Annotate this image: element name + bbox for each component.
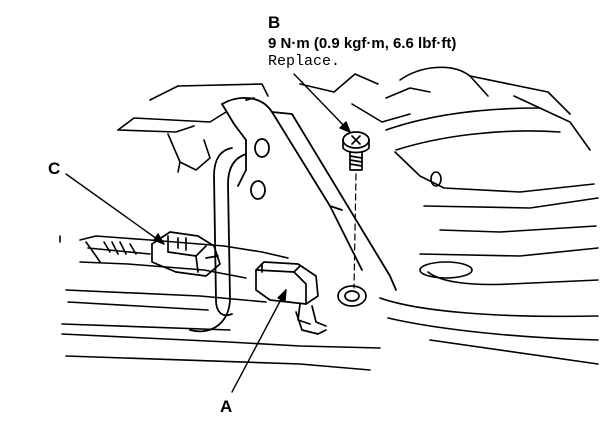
body-panel (379, 107, 599, 365)
leader-c (65, 173, 165, 245)
arrow-b (339, 121, 351, 133)
bolt-torque-spec: 9 N·m (0.9 kgf·m, 6.6 lbf·ft) (268, 35, 457, 52)
callout-label-c: C (48, 159, 61, 178)
bent-tube (189, 147, 247, 333)
connector-c (151, 231, 221, 277)
bolt-hole (337, 285, 367, 307)
arrow-a (277, 289, 287, 302)
bolt-install-line (353, 173, 357, 289)
bracket-hole-upper (254, 138, 270, 158)
bracket-hole-middle (250, 180, 266, 200)
leader-a (231, 289, 287, 393)
upper-frame-structure (149, 66, 591, 151)
callout-label-b: B (268, 13, 281, 32)
leader-b (293, 73, 351, 133)
callout-label-a: A (220, 397, 233, 416)
bracket-frame (221, 97, 397, 291)
arrow-c (153, 233, 165, 245)
leader-lines (65, 73, 351, 393)
body-hole-right (430, 171, 442, 187)
upper-left-clip (117, 111, 227, 173)
harness-rail (59, 235, 381, 371)
body-hole-lower (419, 261, 473, 279)
bolt-replace-note: Replace. (268, 53, 341, 70)
bolt-b (342, 131, 370, 171)
connector-a (255, 261, 327, 335)
